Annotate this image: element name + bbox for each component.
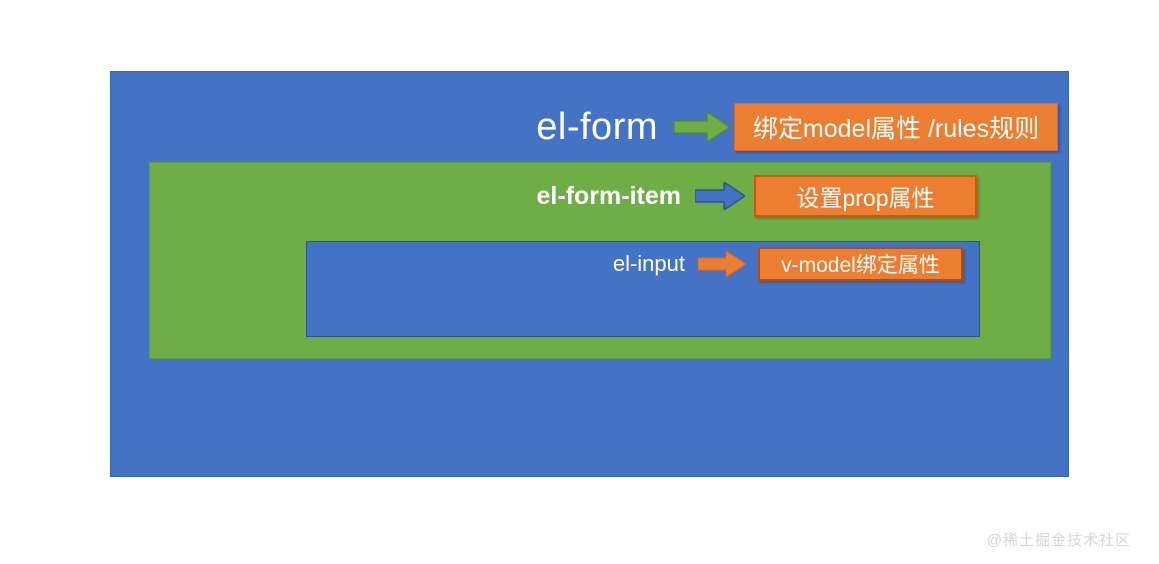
right-arrow-icon-blue [695, 182, 745, 210]
callout-v-model-bind: v-model绑定属性 [758, 246, 963, 281]
row-el-form-item: el-form-item 设置prop属性 [401, 175, 977, 217]
label-el-input: el-input [612, 250, 685, 276]
row-el-input: el-input v-model绑定属性 [431, 246, 963, 281]
label-el-form: el-form [536, 105, 658, 148]
label-el-form-item: el-form-item [536, 181, 681, 210]
callout-set-prop: 设置prop属性 [754, 175, 977, 217]
callout-bind-model-rules: 绑定model属性 /rules规则 [734, 103, 1058, 151]
outer-blue-box-el-form: el-form 绑定model属性 /rules规则 el-form-item … [110, 71, 1069, 477]
watermark: @稀土掘金技术社区 [986, 532, 1131, 549]
right-arrow-icon-green [674, 112, 730, 142]
row-el-form: el-form 绑定model属性 /rules规则 [401, 101, 1058, 153]
right-arrow-icon-orange [698, 250, 746, 277]
